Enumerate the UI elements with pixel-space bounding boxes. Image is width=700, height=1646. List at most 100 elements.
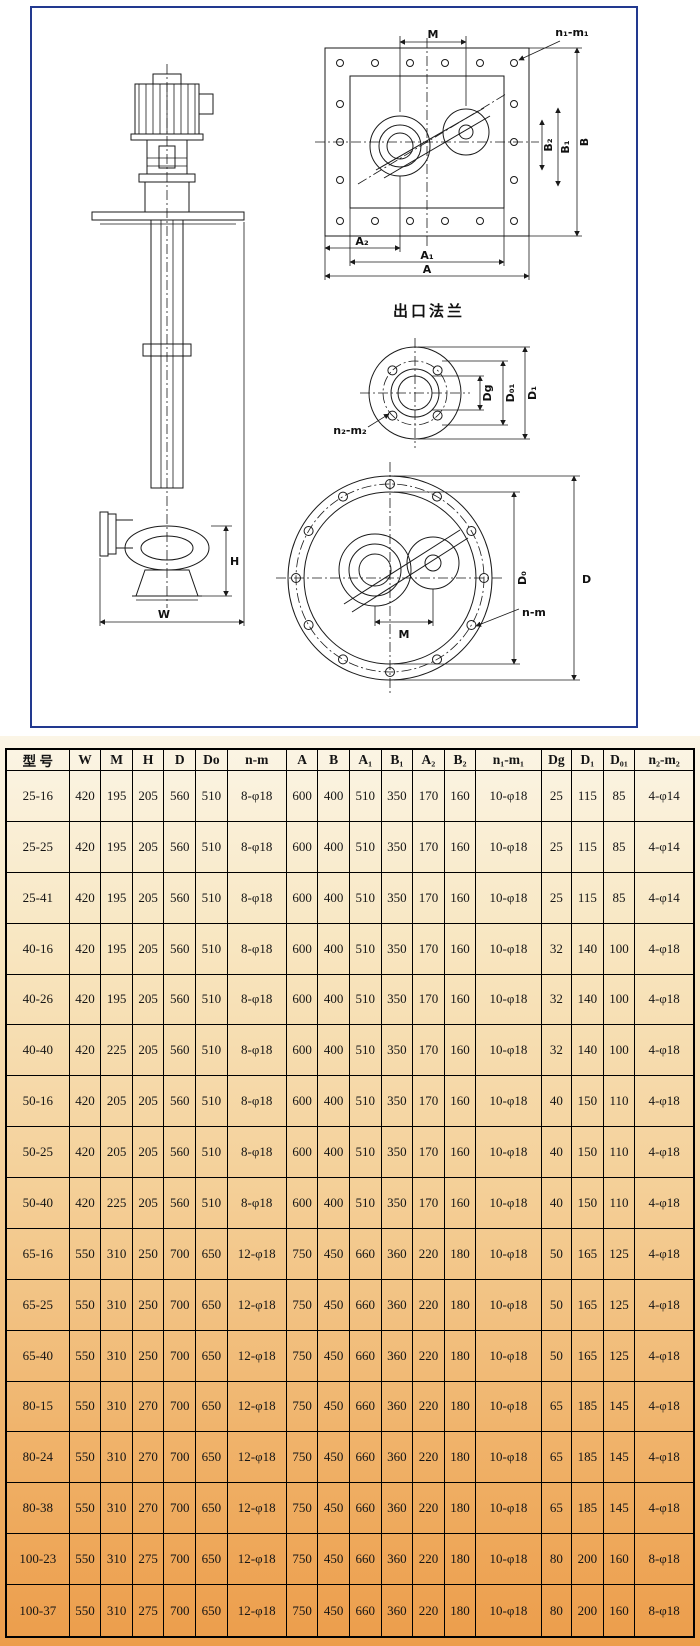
value-cell: 170: [412, 973, 445, 1026]
value-cell: 25: [540, 871, 573, 924]
value-cell: 510: [348, 1126, 382, 1178]
value-cell: 270: [131, 1380, 165, 1433]
value-cell: 350: [380, 820, 414, 873]
column-header: n-m: [226, 748, 287, 771]
value-cell: 160: [443, 922, 477, 975]
dim-label-w: W: [158, 608, 170, 621]
value-cell: 195: [100, 922, 133, 975]
value-cell: 420: [68, 1075, 102, 1128]
value-cell: 750: [285, 1278, 319, 1331]
value-cell: 560: [163, 1075, 197, 1128]
value-cell: 560: [163, 770, 197, 822]
value-cell: 600: [285, 973, 319, 1026]
model-cell: 80-38: [5, 1482, 70, 1535]
value-cell: 270: [131, 1482, 165, 1535]
dim-label-h: H: [230, 555, 239, 568]
column-header: B: [317, 748, 350, 771]
column-header: D₀₁: [602, 748, 636, 771]
model-cell: 80-24: [5, 1431, 70, 1484]
dim-label-n2-m2: n₂-m₂: [333, 424, 367, 437]
value-cell: 180: [443, 1482, 477, 1535]
model-cell: 25-25: [5, 820, 70, 873]
dim-label-b2: B₂: [542, 138, 555, 151]
value-cell: 310: [100, 1533, 133, 1585]
value-cell: 140: [571, 1024, 604, 1077]
value-cell: 275: [131, 1533, 165, 1585]
value-cell: 205: [131, 922, 165, 975]
dim-label-b1: B₁: [559, 140, 572, 153]
value-cell: 170: [412, 1024, 445, 1077]
model-cell: 65-25: [5, 1278, 70, 1331]
dim-label-dg: Dg: [481, 384, 494, 401]
value-cell: 4-φ18: [634, 1177, 695, 1229]
value-cell: 12-φ18: [226, 1431, 287, 1484]
value-cell: 220: [412, 1482, 445, 1535]
value-cell: 32: [540, 973, 573, 1026]
value-cell: 360: [380, 1584, 414, 1638]
value-cell: 10-φ18: [475, 770, 542, 822]
value-cell: 160: [602, 1584, 636, 1638]
value-cell: 195: [100, 770, 133, 822]
value-cell: 225: [100, 1024, 133, 1077]
dim-label-a2: A₂: [355, 235, 369, 248]
value-cell: 420: [68, 871, 102, 924]
value-cell: 510: [348, 820, 382, 873]
value-cell: 275: [131, 1584, 165, 1638]
value-cell: 560: [163, 1024, 197, 1077]
column-header: W: [68, 748, 102, 771]
value-cell: 65: [540, 1380, 573, 1433]
value-cell: 200: [571, 1584, 604, 1638]
value-cell: 350: [380, 973, 414, 1026]
value-cell: 8-φ18: [226, 871, 287, 924]
base-plate-top-view: M D₀ D n-m: [276, 462, 591, 694]
value-cell: 510: [348, 1177, 382, 1229]
value-cell: 85: [602, 820, 636, 873]
value-cell: 100: [602, 973, 636, 1026]
value-cell: 700: [163, 1329, 197, 1382]
column-header: B₂: [443, 748, 477, 771]
value-cell: 510: [348, 1075, 382, 1128]
value-cell: 10-φ18: [475, 1227, 542, 1280]
value-cell: 205: [131, 820, 165, 873]
value-cell: 160: [443, 973, 477, 1026]
value-cell: 110: [602, 1126, 636, 1178]
dim-label-d: D: [582, 573, 591, 586]
value-cell: 220: [412, 1431, 445, 1484]
value-cell: 180: [443, 1329, 477, 1382]
value-cell: 350: [380, 1075, 414, 1128]
value-cell: 140: [571, 922, 604, 975]
value-cell: 12-φ18: [226, 1482, 287, 1535]
value-cell: 4-φ14: [634, 770, 695, 822]
value-cell: 8-φ18: [634, 1533, 695, 1585]
value-cell: 160: [443, 1126, 477, 1178]
value-cell: 310: [100, 1278, 133, 1331]
value-cell: 510: [348, 871, 382, 924]
value-cell: 400: [317, 1075, 350, 1128]
value-cell: 10-φ18: [475, 1075, 542, 1128]
value-cell: 205: [100, 1075, 133, 1128]
value-cell: 550: [68, 1278, 102, 1331]
value-cell: 170: [412, 922, 445, 975]
value-cell: 185: [571, 1482, 604, 1535]
value-cell: 205: [131, 973, 165, 1026]
value-cell: 310: [100, 1329, 133, 1382]
value-cell: 700: [163, 1533, 197, 1585]
value-cell: 420: [68, 1126, 102, 1178]
value-cell: 510: [195, 820, 228, 873]
value-cell: 180: [443, 1431, 477, 1484]
value-cell: 125: [602, 1227, 636, 1280]
value-cell: 150: [571, 1075, 604, 1128]
value-cell: 40: [540, 1075, 573, 1128]
value-cell: 205: [131, 1177, 165, 1229]
value-cell: 450: [317, 1278, 350, 1331]
value-cell: 560: [163, 973, 197, 1026]
value-cell: 10-φ18: [475, 1278, 542, 1331]
value-cell: 400: [317, 820, 350, 873]
value-cell: 750: [285, 1329, 319, 1382]
